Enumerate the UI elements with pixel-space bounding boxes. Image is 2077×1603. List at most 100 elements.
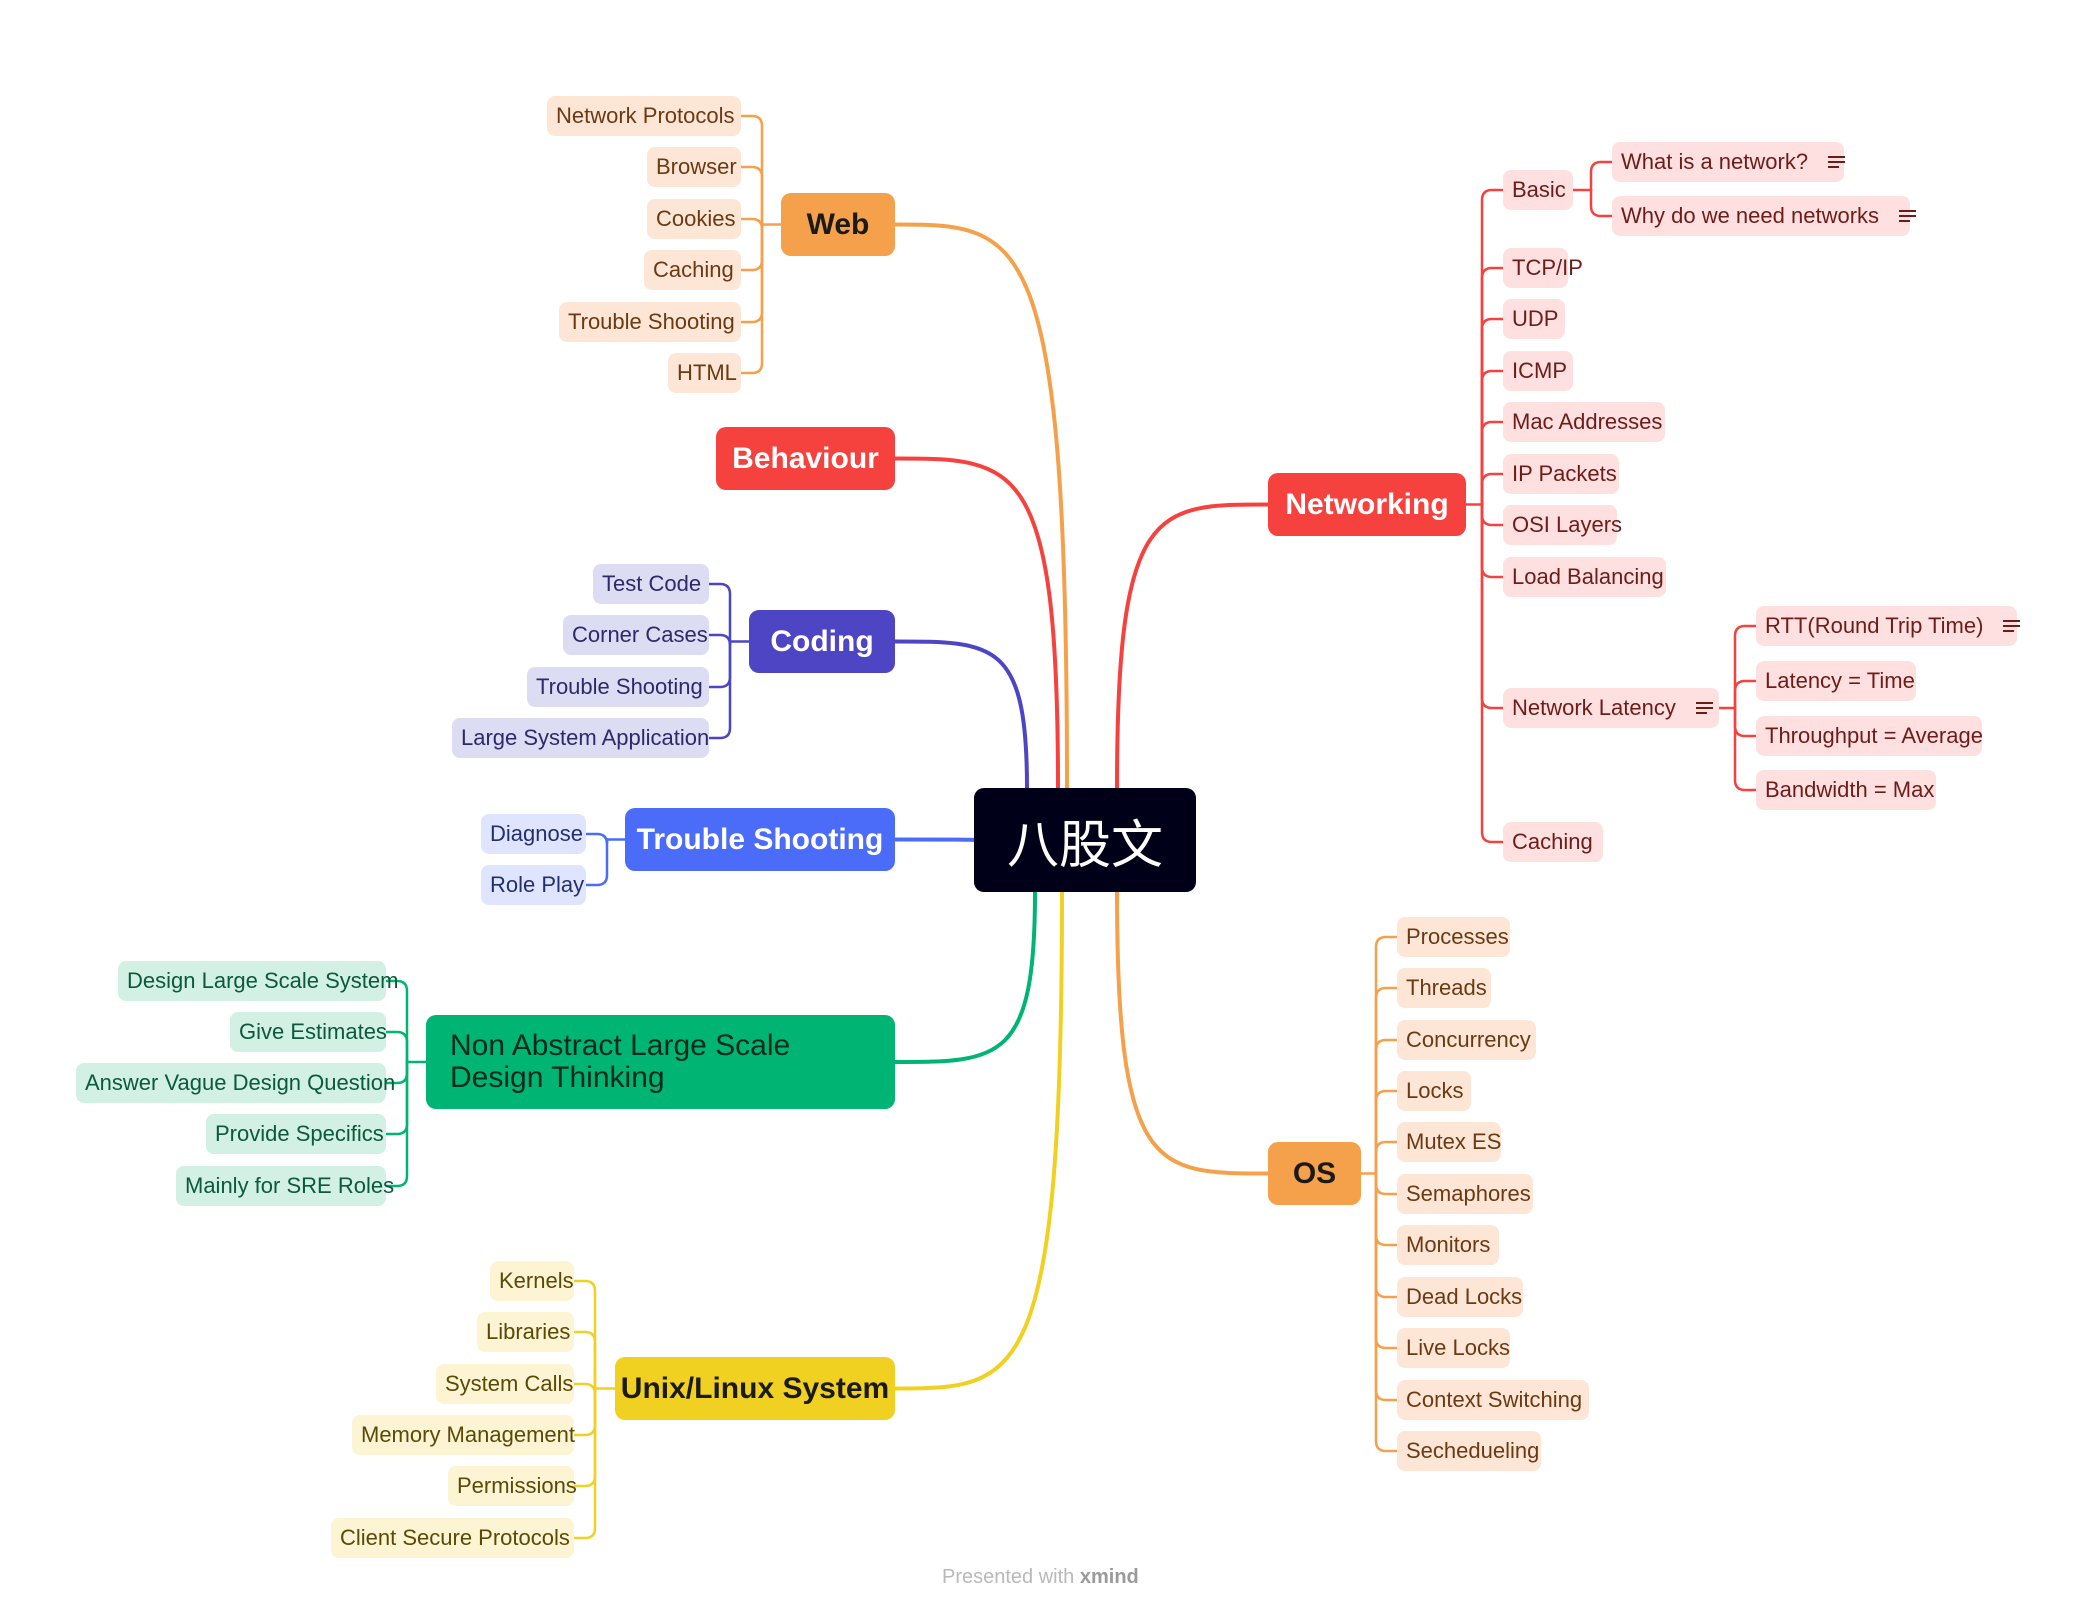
topic-label: Memory Management (361, 1422, 575, 1447)
subtopic-networking-0-0[interactable]: What is a network? (1612, 142, 1846, 182)
note-icon (1695, 699, 1713, 717)
topic-label: Live Locks (1406, 1335, 1510, 1360)
nalsd-link-1 (384, 1030, 409, 1064)
subtopic-trouble-1[interactable]: Role Play (481, 865, 586, 905)
topic-label: Why do we need networks (1621, 203, 1880, 228)
subtopic-os-7[interactable]: Dead Locks (1397, 1277, 1523, 1317)
topic-label: Latency = Time (1765, 668, 1915, 693)
subtopic-nalsd-2[interactable]: Answer Vague Design Question (76, 1063, 395, 1103)
main-topic-label: Unix/Linux System (620, 1371, 890, 1405)
networking-link-2 (1480, 317, 1505, 506)
main-topic-behaviour[interactable]: Behaviour (716, 427, 895, 490)
root-link-web (893, 222, 1069, 790)
subtopic-coding-3[interactable]: Large System Application (452, 718, 709, 758)
main-topic-coding[interactable]: Coding (749, 610, 895, 673)
subtopic-web-2[interactable]: Cookies (647, 199, 741, 239)
subtopic-os-0[interactable]: Processes (1397, 917, 1510, 957)
topic-label: Processes (1406, 924, 1509, 949)
subtopic-nalsd-0[interactable]: Design Large Scale System (118, 961, 398, 1001)
subtopic-networking-0[interactable]: Basic (1503, 170, 1573, 210)
topic-label: TCP/IP (1512, 255, 1583, 280)
subtopic-networking-9[interactable]: Caching (1503, 822, 1603, 862)
subtopic-os-2[interactable]: Concurrency (1397, 1020, 1536, 1060)
subtopic-networking-8-0[interactable]: RTT(Round Trip Time) (1756, 606, 2021, 646)
subtopic-trouble-0[interactable]: Diagnose (481, 814, 586, 854)
topic-label: IP Packets (1512, 461, 1617, 486)
subtopic-unix-4[interactable]: Permissions (448, 1466, 577, 1506)
footer-brand: xmind (1079, 1566, 1139, 1588)
main-topic-nalsd[interactable]: Non Abstract Large Scale Design Thinking (426, 1015, 895, 1109)
topic-label: Load Balancing (1512, 564, 1664, 589)
subtopic-coding-1[interactable]: Corner Cases (563, 615, 709, 655)
topic-label: Monitors (1406, 1232, 1491, 1257)
subtopic-unix-5[interactable]: Client Secure Protocols (331, 1518, 574, 1558)
subtopic-nalsd-4[interactable]: Mainly for SRE Roles (176, 1166, 394, 1206)
subtopic-os-3[interactable]: Locks (1397, 1071, 1471, 1111)
root-topic[interactable]: 八股文 (974, 788, 1196, 892)
root-link-nalsd (893, 890, 1037, 1064)
topic-label: What is a network? (1621, 149, 1809, 174)
subtopic-web-4[interactable]: Trouble Shooting (559, 302, 741, 342)
note-icon (1828, 153, 1846, 171)
subtopic-coding-2[interactable]: Trouble Shooting (527, 667, 709, 707)
subtopic-networking-8-1[interactable]: Latency = Time (1756, 661, 1916, 701)
subtopic-networking-4[interactable]: Mac Addresses (1503, 402, 1665, 442)
root-link-behaviour (893, 456, 1060, 790)
os-link-3 (1374, 1089, 1399, 1175)
subtopic-os-4[interactable]: Mutex ES (1397, 1122, 1501, 1162)
main-topic-label: OS (1292, 1156, 1337, 1190)
subtopic-unix-1[interactable]: Libraries (477, 1312, 574, 1352)
main-topic-web[interactable]: Web (781, 193, 895, 256)
subtopic-networking-1[interactable]: TCP/IP (1503, 248, 1583, 288)
subtopic-os-5[interactable]: Semaphores (1397, 1174, 1533, 1214)
subtopic-networking-8[interactable]: Network Latency (1503, 688, 1719, 728)
subtopic-unix-3[interactable]: Memory Management (352, 1415, 575, 1455)
subtopic-networking-3[interactable]: ICMP (1503, 351, 1573, 391)
subtopic-os-9[interactable]: Context Switching (1397, 1380, 1589, 1420)
subtopic-networking-8-2[interactable]: Throughput = Average (1756, 716, 1983, 756)
main-topic-trouble[interactable]: Trouble Shooting (625, 808, 895, 871)
subtopic-web-0[interactable]: Network Protocols (547, 96, 741, 136)
subtopic-os-6[interactable]: Monitors (1397, 1225, 1499, 1265)
subtopic-unix-0[interactable]: Kernels (490, 1261, 574, 1301)
networking-0-link-0 (1589, 160, 1614, 192)
web-link-1 (739, 165, 764, 226)
web-link-3 (739, 223, 764, 272)
subtopic-networking-8-3[interactable]: Bandwidth = Max (1756, 770, 1936, 810)
subtopic-networking-6[interactable]: OSI Layers (1503, 505, 1622, 545)
subtopic-nalsd-1[interactable]: Give Estimates (230, 1012, 387, 1052)
main-topic-unix[interactable]: Unix/Linux System (615, 1357, 895, 1420)
subtopic-os-10[interactable]: Sechedueling (1397, 1431, 1541, 1471)
unix-link-5 (572, 1387, 597, 1540)
topic-label: Kernels (499, 1268, 574, 1293)
subtopic-networking-7[interactable]: Load Balancing (1503, 557, 1666, 597)
subtopic-os-1[interactable]: Threads (1397, 968, 1491, 1008)
subtopic-web-1[interactable]: Browser (647, 147, 741, 187)
main-topic-label: Coding (770, 624, 874, 658)
subtopic-unix-2[interactable]: System Calls (436, 1364, 574, 1404)
subtopic-coding-0[interactable]: Test Code (593, 564, 709, 604)
trouble-link-0 (584, 832, 609, 845)
os-link-9 (1374, 1172, 1399, 1402)
topic-label: HTML (677, 360, 737, 385)
web-link-5 (739, 223, 764, 375)
subtopic-web-3[interactable]: Caching (644, 250, 741, 290)
os-link-5 (1374, 1172, 1399, 1196)
subtopic-web-5[interactable]: HTML (668, 353, 741, 393)
main-topic-os[interactable]: OS (1268, 1142, 1361, 1205)
coding-link-1 (707, 633, 732, 646)
unix-link-4 (572, 1387, 597, 1488)
topic-label: Trouble Shooting (536, 674, 703, 699)
topic-label: Caching (1512, 829, 1593, 854)
topic-label: Mutex ES (1406, 1129, 1502, 1154)
subtopic-networking-2[interactable]: UDP (1503, 299, 1565, 339)
subtopic-networking-0-1[interactable]: Why do we need networks (1612, 196, 1917, 236)
main-topic-networking[interactable]: Networking (1268, 473, 1466, 536)
subtopic-networking-5[interactable]: IP Packets (1503, 454, 1619, 494)
coding-link-3 (707, 640, 732, 740)
subtopic-os-8[interactable]: Live Locks (1397, 1328, 1510, 1368)
os-link-2 (1374, 1038, 1399, 1175)
subtopic-nalsd-3[interactable]: Provide Specifics (206, 1114, 386, 1154)
